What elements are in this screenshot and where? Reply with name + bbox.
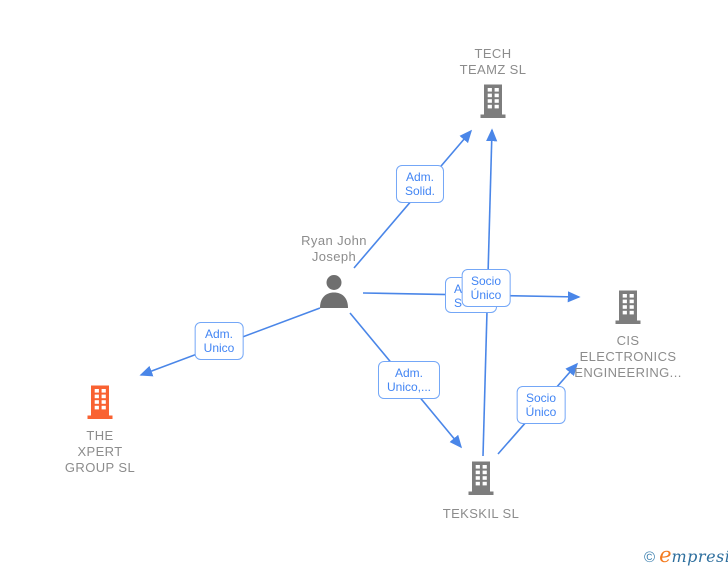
edge-label-line: Adm. (394, 366, 424, 380)
edge-label-line: Único (525, 405, 557, 419)
edge-label-line: Socio (470, 274, 502, 288)
person-node-ryan-john-joseph[interactable]: Ryan John Joseph (264, 233, 404, 314)
person-name-line: Ryan John (301, 233, 367, 248)
company-name-line: ENGINEERING... (574, 365, 682, 380)
edge-label-adm-solid[interactable]: Adm. Solid. (395, 165, 445, 203)
empresia-logo[interactable]: © e mpresia (644, 543, 728, 567)
company-node-tech-teamz[interactable]: TECH TEAMZ SL (423, 46, 563, 123)
logo-letter-e: e (659, 543, 672, 567)
edge-label-line: Único (470, 288, 502, 302)
edge-label-line: S (454, 296, 463, 310)
company-name: CIS ELECTRONICS ENGINEERING... (558, 333, 698, 381)
edge-label-line: Adm. (204, 327, 233, 341)
company-name-line: TEKSKIL SL (442, 506, 520, 521)
building-icon (463, 460, 499, 496)
building-icon (475, 83, 511, 119)
edge-label-adm-unico[interactable]: Adm. Unico (194, 322, 244, 360)
company-node-tekskil[interactable]: TEKSKIL SL (411, 460, 551, 522)
company-name: TECH TEAMZ SL (423, 46, 563, 78)
edge-label-line: Adm. (405, 170, 434, 184)
company-name-line: XPERT (77, 444, 123, 459)
company-name-line: ELECTRONICS (579, 349, 677, 364)
company-name-line: GROUP SL (64, 460, 136, 475)
building-icon (82, 384, 118, 420)
logo-wordmark: mpresia (671, 547, 728, 566)
edge-label-line: Solid. (404, 184, 436, 198)
copyright-icon: © (644, 549, 656, 566)
edge-label-line: Unico,... (386, 380, 432, 394)
edge-label-socio-unico-right[interactable]: Socio Único (516, 386, 566, 424)
company-name-line: CIS (616, 333, 640, 348)
company-name-line: THE (86, 428, 114, 443)
person-name: Ryan John Joseph (264, 233, 404, 265)
edge-label-socio-unico-center[interactable]: Socio Único (461, 269, 511, 307)
company-name-line: TECH (474, 46, 512, 61)
company-node-cis-electronics[interactable]: CIS ELECTRONICS ENGINEERING... (558, 289, 698, 381)
company-node-the-xpert-group[interactable]: THE XPERT GROUP SL (30, 384, 170, 476)
company-name-line: TEAMZ SL (459, 62, 527, 77)
edge-label-adm-unico-more[interactable]: Adm. Unico,... (377, 361, 441, 399)
person-icon (315, 272, 353, 310)
edge-label-line: Socio (525, 391, 557, 405)
person-name-line: Joseph (311, 249, 357, 264)
edge-label-line: Unico (203, 341, 235, 355)
edge-label-line: A (454, 282, 463, 296)
company-name: THE XPERT GROUP SL (30, 428, 170, 476)
building-icon (610, 289, 646, 325)
company-name: TEKSKIL SL (411, 506, 551, 522)
